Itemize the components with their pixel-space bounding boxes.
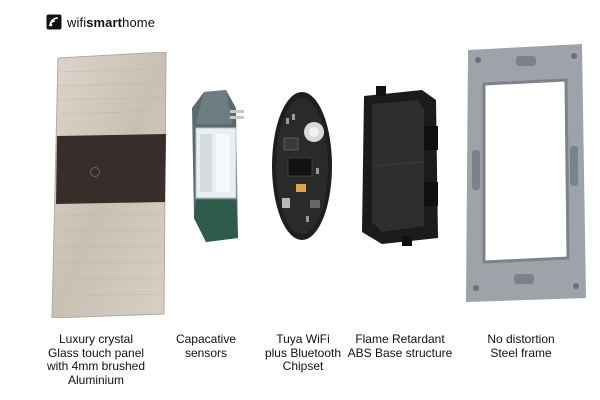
touch-button-icon [90, 167, 100, 177]
steel-frame-image [466, 44, 586, 302]
abs-base-image [362, 86, 438, 246]
caption-capacitive-sensors: Capacative sensors [175, 332, 237, 360]
caption-steel-frame: No distortion Steel frame [487, 332, 555, 360]
brand-logo: wifismarthome [46, 14, 155, 30]
wifi-logo-icon [46, 14, 62, 30]
caption-glass-touch-panel: Luxury crystal Glass touch panel with 4m… [46, 332, 146, 387]
caption-abs-base: Flame Retardant ABS Base structure [347, 332, 453, 360]
wifi-bluetooth-chipset-image [272, 92, 332, 240]
glass-touch-panel-image [51, 52, 167, 318]
capacitive-sensors-image [192, 90, 244, 242]
brand-name: wifismarthome [67, 14, 156, 30]
caption-wifi-bluetooth-chipset: Tuya WiFi plus Bluetooth Chipset [264, 332, 342, 373]
